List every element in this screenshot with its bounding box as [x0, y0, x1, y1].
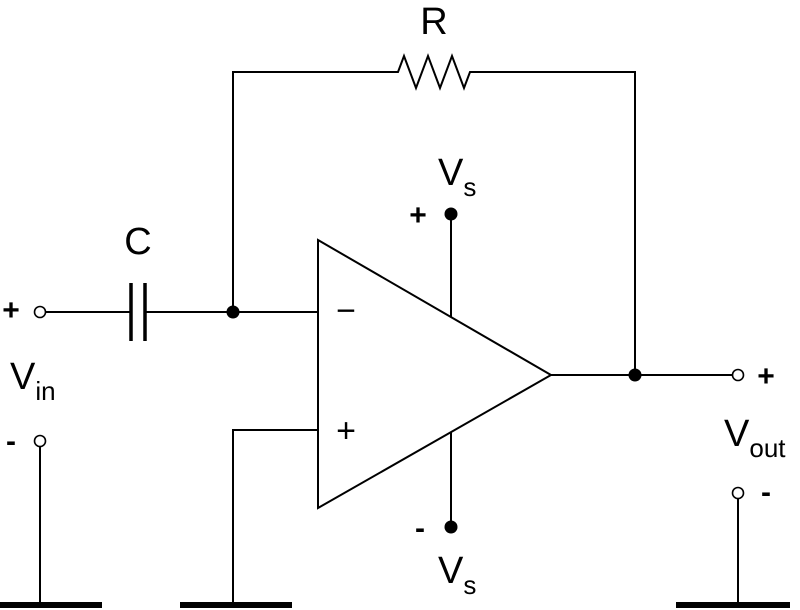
input-path [0, 283, 319, 608]
positive-supply-sign: + [409, 199, 427, 232]
feedback-wire-left [232, 71, 389, 313]
negative-supply-label: Vs [438, 550, 476, 600]
positive-supply-label: Vs [438, 152, 476, 202]
noninverting-wire [232, 429, 319, 605]
output-minus-sign: - [761, 476, 771, 509]
negative-supply-sign: - [415, 512, 425, 545]
capacitor-label: C [124, 221, 151, 263]
resistor-label: R [420, 1, 447, 43]
output-plus-terminal [731, 368, 745, 382]
output-junction-node [628, 368, 642, 382]
feedback-wire-right [479, 71, 636, 376]
negative-supply-node [444, 520, 458, 534]
feedback-path [232, 53, 636, 376]
input-plus-terminal [33, 305, 47, 319]
noninverting-ground-path [180, 429, 319, 608]
resistor-r [387, 53, 481, 91]
opamp-noninverting-sign: + [336, 412, 356, 450]
inverting-junction-node [226, 305, 240, 319]
output-path [550, 374, 790, 608]
opamp-triangle [317, 238, 554, 510]
output-minus-terminal [731, 486, 745, 500]
input-minus-sign: - [6, 425, 16, 458]
output-plus-sign: + [757, 360, 775, 393]
input-minus-terminal [33, 434, 47, 448]
output-voltage-label: Vout [724, 413, 786, 463]
opamp-inverting-sign: − [336, 292, 356, 330]
positive-supply-node [444, 207, 458, 221]
input-plus-sign: + [2, 294, 20, 327]
input-voltage-label: Vin [10, 356, 56, 406]
